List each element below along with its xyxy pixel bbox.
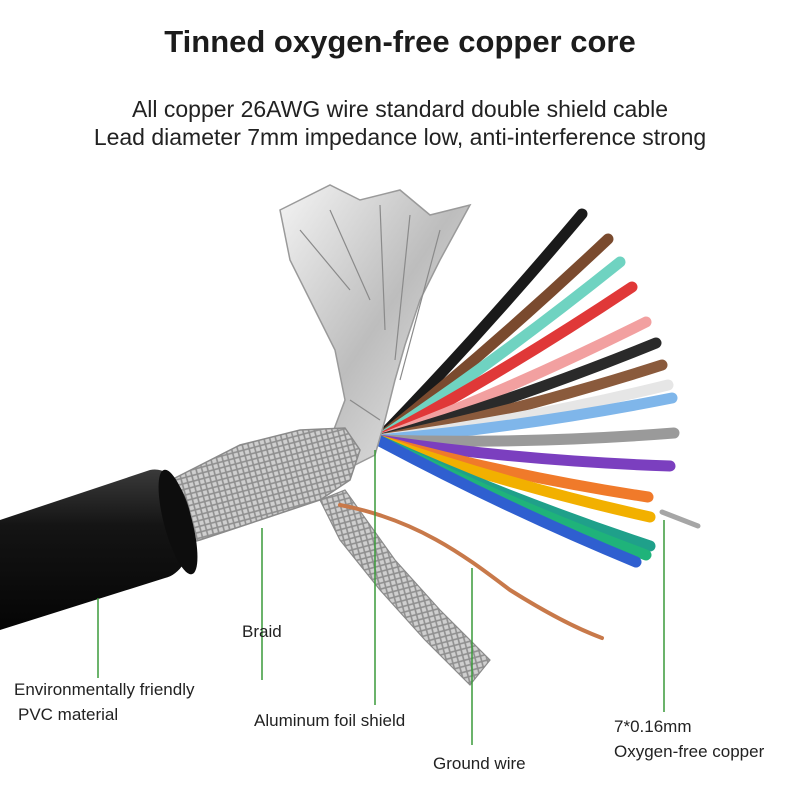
braid-shield	[174, 427, 361, 546]
pvc-jacket	[0, 469, 193, 630]
ground-wire	[338, 503, 604, 640]
subtitle-line-2: Lead diameter 7mm impedance low, anti-in…	[93, 124, 707, 150]
label-ground-wire: Ground wire	[433, 754, 526, 773]
aluminum-foil-shield	[279, 184, 472, 472]
copper-strand	[659, 509, 701, 529]
core-wire	[372, 434, 642, 568]
label-aluminum-foil: Aluminum foil shield	[254, 711, 406, 730]
label-conductor-line-2: Oxygen-free copper	[614, 742, 765, 761]
label-braid: Braid	[242, 622, 282, 641]
subtitle-line-1: All copper 26AWG wire standard double sh…	[131, 96, 669, 122]
label-conductor-line-1: 7*0.16mm	[614, 717, 692, 736]
jacket-end-face	[158, 469, 198, 575]
label-pvc-line-1: Environmentally friendly	[14, 680, 195, 699]
foil-wrinkles	[299, 204, 441, 421]
page-title: Tinned oxygen-free copper core	[164, 24, 636, 59]
braid-tail	[319, 489, 491, 686]
leader-lines	[97, 450, 665, 745]
core-wires	[372, 208, 680, 568]
label-pvc-line-2: PVC material	[18, 705, 119, 724]
